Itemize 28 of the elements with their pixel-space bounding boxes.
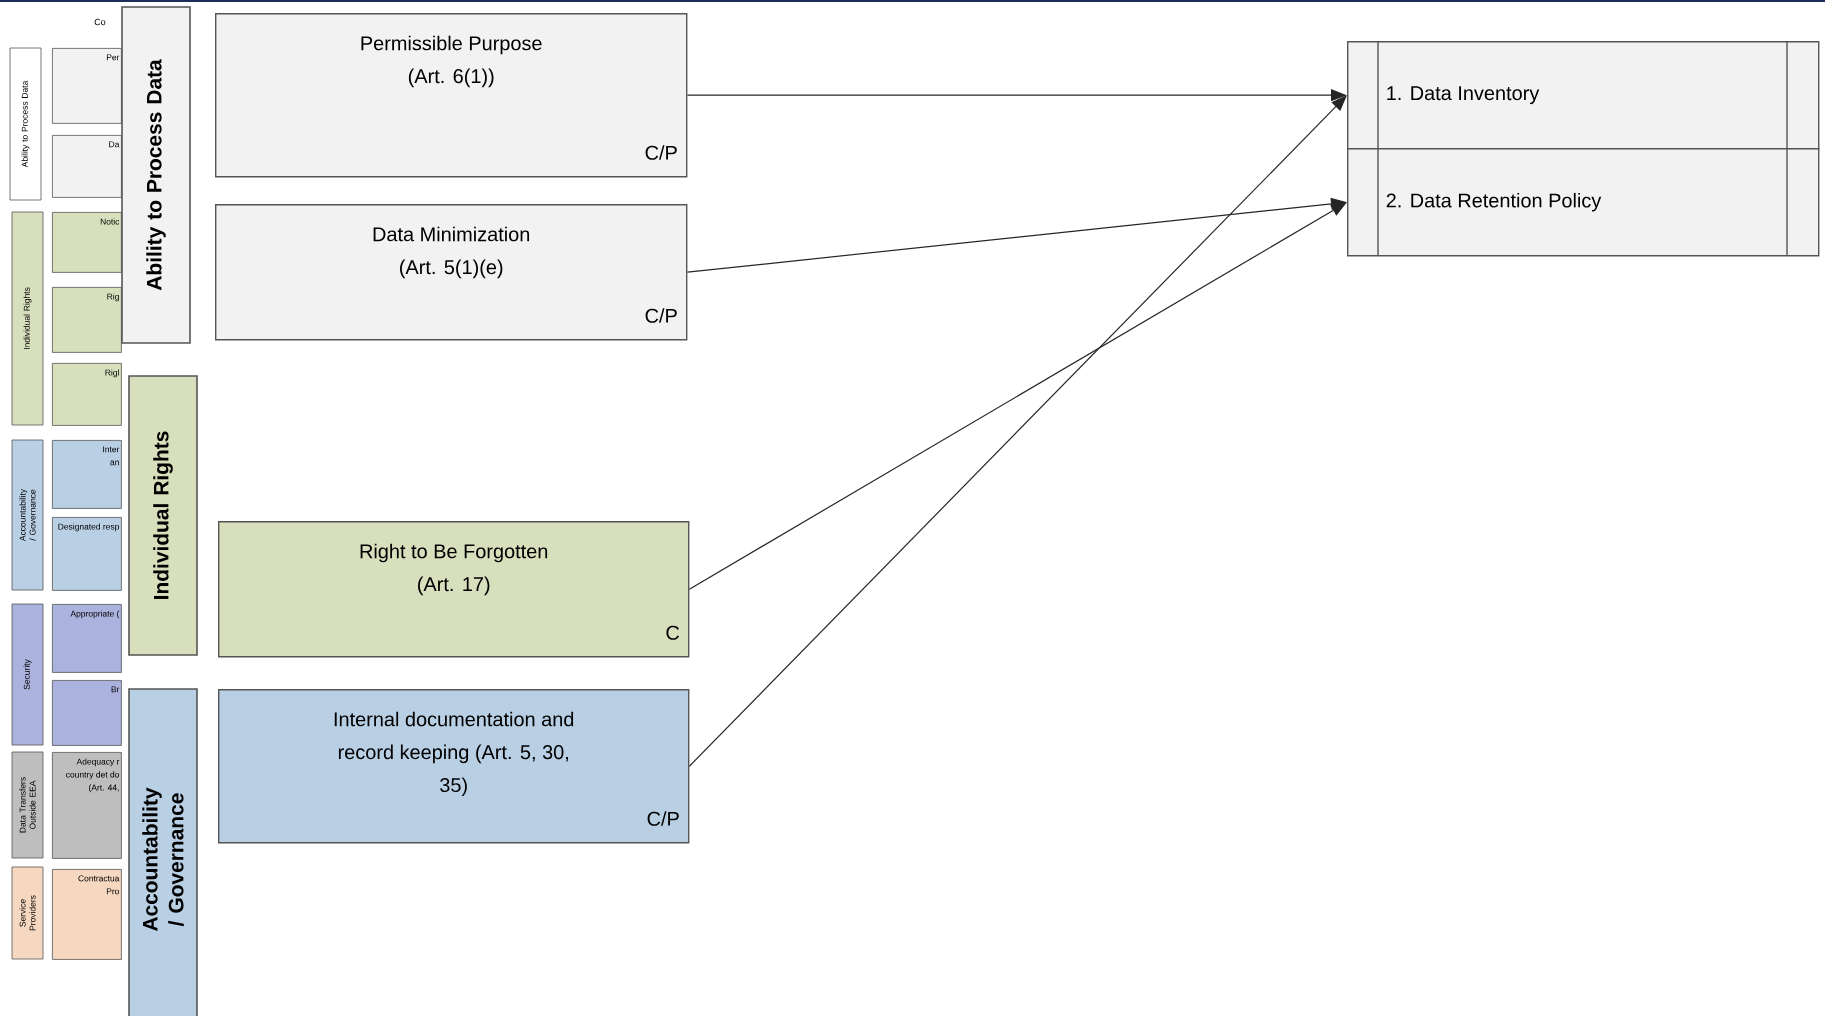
requirement-box: Data Minimization (Art. 5(1)(e) C/P bbox=[215, 204, 688, 341]
control-box: 1. Data Inventory bbox=[1347, 40, 1820, 150]
category-band: Individual Rights bbox=[11, 211, 44, 426]
requirement-box: Right to Be Forgotten (Art. 17) C bbox=[218, 521, 690, 658]
requirement-box: Appropriate ( bbox=[52, 604, 122, 673]
requirement-box: Br bbox=[52, 680, 122, 746]
requirement-box: Adequacy r country det do (Art. 44, bbox=[52, 752, 122, 859]
category-band: Individual Rights bbox=[128, 375, 198, 656]
requirement-box: Internal documentation and record keeping (Art. 5, 30, 35) C/P bbox=[218, 689, 690, 844]
category-band: Security bbox=[11, 603, 44, 746]
requirement-box: Notic bbox=[52, 212, 122, 273]
requirement-box: Per bbox=[52, 48, 122, 124]
requirement-box: Rigl bbox=[52, 363, 122, 426]
arrow bbox=[688, 95, 1347, 767]
category-band: Ability to Process Data bbox=[9, 47, 42, 201]
partial-heading: Co bbox=[94, 18, 106, 26]
requirement-box: Contractua Pro bbox=[52, 869, 122, 960]
requirement-box: Permissible Purpose (Art. 6(1)) C/P bbox=[215, 13, 688, 178]
requirement-box: Rig bbox=[52, 287, 122, 353]
arrow bbox=[688, 202, 1347, 590]
control-box: 2. Data Retention Policy bbox=[1347, 147, 1820, 257]
category-band: Data Transfers Outside EEA bbox=[11, 751, 44, 859]
category-band: Accountability / Governance bbox=[128, 688, 198, 1016]
requirement-box: Designated resp bbox=[52, 517, 122, 591]
requirement-box: Inter an bbox=[52, 440, 122, 509]
category-band: Service Providers bbox=[11, 866, 44, 960]
category-band: Accountability / Governance bbox=[11, 439, 44, 591]
requirement-box: Da bbox=[52, 135, 122, 198]
